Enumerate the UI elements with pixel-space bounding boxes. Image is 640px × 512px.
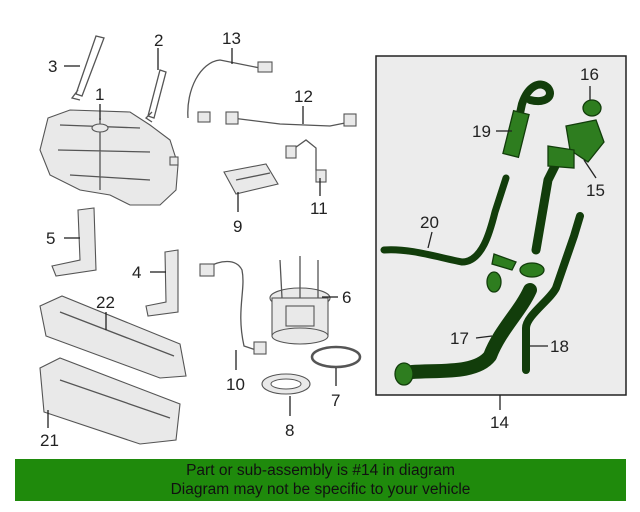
callout-12: 12 (294, 87, 313, 106)
hose-part-19[interactable] (502, 80, 554, 159)
bracket-part-4[interactable] (145, 249, 179, 317)
callout-9: 9 (233, 217, 242, 236)
callout-15: 15 (586, 181, 605, 200)
callout-2: 2 (154, 31, 163, 50)
fuel-pump-module-part-6[interactable] (269, 256, 331, 345)
callout-4: 4 (132, 263, 141, 282)
seal-ring-part-7[interactable] (310, 345, 362, 369)
strap-part-2[interactable] (144, 69, 167, 123)
fuel-tank-part-1[interactable] (39, 109, 179, 206)
clip[interactable] (491, 253, 517, 271)
fitting[interactable] (486, 271, 502, 293)
banner-line-1: Part or sub-assembly is #14 in diagram (186, 462, 455, 479)
clamp[interactable] (519, 262, 545, 278)
callout-21: 21 (40, 431, 59, 450)
callout-19: 19 (472, 122, 491, 141)
harness-part-11[interactable] (285, 139, 327, 183)
hose-part-17[interactable] (394, 283, 537, 386)
assembly-14-parts[interactable] (380, 80, 605, 386)
tube-part-18[interactable] (522, 212, 584, 374)
callout-3: 3 (48, 57, 57, 76)
bracket-part-5[interactable] (51, 207, 97, 277)
leader-lines (47, 48, 597, 428)
harness-part-13[interactable] (187, 59, 273, 123)
harness-part-10[interactable] (199, 260, 267, 355)
harness-part-12[interactable] (225, 111, 357, 127)
callout-8: 8 (285, 421, 294, 440)
callout-13: 13 (222, 29, 241, 48)
skid-plate-part-22[interactable] (39, 295, 187, 379)
callout-18: 18 (550, 337, 569, 356)
bracket-part-15[interactable] (565, 119, 605, 163)
callout-7: 7 (331, 391, 340, 410)
callout-11: 11 (310, 199, 328, 218)
callout-6: 6 (342, 288, 351, 307)
callout-16: 16 (580, 65, 599, 84)
shield-part-21[interactable] (39, 357, 181, 445)
callout-5: 5 (46, 229, 55, 248)
callout-14: 14 (490, 413, 509, 432)
callout-1: 1 (95, 85, 104, 104)
callout-labels: 1 2 3 4 5 6 7 8 9 10 11 12 13 14 15 16 1… (40, 29, 605, 450)
lock-ring-part-8[interactable] (261, 373, 311, 395)
callout-10: 10 (226, 375, 245, 394)
banner-line-2: Diagram may not be specific to your vehi… (170, 481, 471, 498)
info-banner: Part or sub-assembly is #14 in diagram D… (15, 459, 626, 501)
strap-part-3[interactable] (70, 35, 105, 101)
cap-part-16[interactable] (582, 99, 602, 117)
callout-17: 17 (450, 329, 469, 348)
filler-neck[interactable] (531, 145, 575, 255)
callout-20: 20 (420, 213, 439, 232)
callout-22: 22 (96, 293, 115, 312)
control-module-part-9[interactable] (223, 163, 279, 195)
